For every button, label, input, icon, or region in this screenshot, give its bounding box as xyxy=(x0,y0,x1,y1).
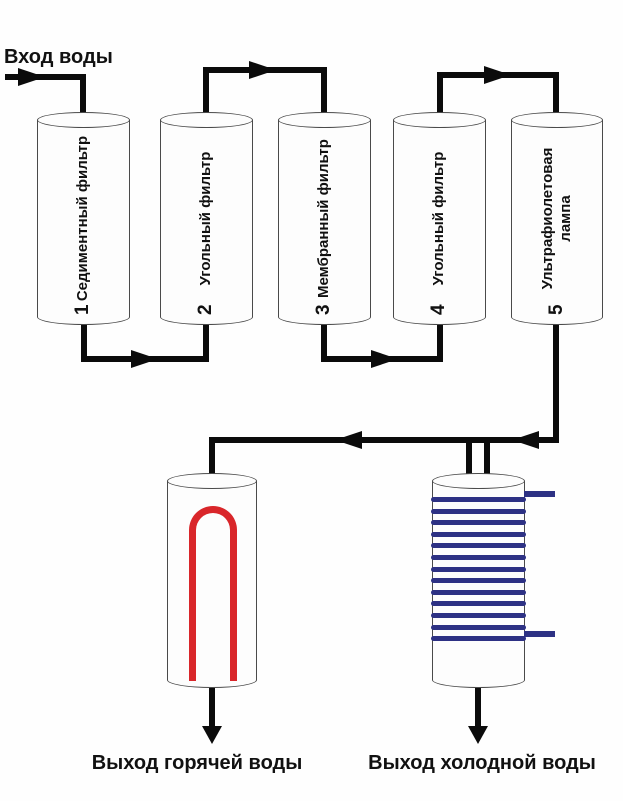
filter-5-body xyxy=(511,120,603,317)
filter-4-body xyxy=(393,120,486,317)
pipe-f2-up xyxy=(203,67,209,118)
hot-outlet-label: Выход горячей воды xyxy=(91,752,303,774)
filter-3-label: 3 Мембранный фильтр xyxy=(278,112,370,325)
heating-element-icon xyxy=(189,506,237,681)
filter-2-name: Угольный фильтр xyxy=(197,151,215,286)
pipe-f5-down xyxy=(553,72,559,118)
cold-outlet-label: Выход холодной воды xyxy=(368,752,596,774)
inlet-arrow-right-icon xyxy=(18,68,45,86)
coil-stripe xyxy=(431,578,526,584)
pipe-cold-tank-left-tube xyxy=(466,441,472,478)
filter-1-top-ellipse xyxy=(37,112,130,128)
filter-1-label: 1 Седиментный фильтр xyxy=(37,112,129,325)
pipe-f4-up xyxy=(437,72,443,118)
pipe-f5-to-transfer xyxy=(553,325,559,443)
cold-tank-top-ellipse xyxy=(432,473,525,489)
coil-stripe xyxy=(431,601,526,607)
arrow-f4-f5-icon xyxy=(484,66,511,84)
coil-stripe xyxy=(431,508,526,514)
pipe-f3-bottom-down xyxy=(321,325,327,362)
pipe-cold-outlet xyxy=(475,688,481,728)
coil-stripe xyxy=(431,543,526,549)
filter-4-name: Угольный фильтр xyxy=(430,151,448,286)
filter-5-number: 5 xyxy=(545,304,567,315)
coil-stripe xyxy=(431,520,526,526)
coil-stripe xyxy=(431,555,526,560)
hot-outlet-arrow-down-icon xyxy=(202,726,222,744)
hot-tank-top-ellipse xyxy=(167,473,257,489)
filter-4-top-ellipse xyxy=(393,112,486,128)
filter-3-top-ellipse xyxy=(278,112,371,128)
filter-2-body xyxy=(160,120,253,317)
cooling-coil-icon xyxy=(431,473,526,688)
filter-3-cylinder: 3 Мембранный фильтр xyxy=(278,112,371,325)
filter-3-name: Мембранный фильтр xyxy=(315,139,333,298)
coil-stripe xyxy=(431,566,526,572)
pipe-hot-outlet xyxy=(209,688,215,728)
pipe-transfer-horizontal xyxy=(209,437,559,443)
pipe-f3-down xyxy=(321,67,327,118)
coil-stripe xyxy=(431,497,526,502)
pipe-f2-bottom-up xyxy=(203,325,209,362)
filter-4-number: 4 xyxy=(428,304,449,315)
coil-stripe xyxy=(431,624,526,630)
pipe-cold-tank-right-tube xyxy=(484,441,490,478)
filter-3-body xyxy=(278,120,371,317)
coil-stripe xyxy=(431,613,526,618)
filter-1-number: 1 xyxy=(72,304,93,315)
filter-3-number: 3 xyxy=(313,304,334,315)
arrow-to-hot-tank-icon xyxy=(335,431,362,449)
filter-4-cylinder: 4 Угольный фильтр xyxy=(393,112,486,325)
arrow-f1-f2-icon xyxy=(131,350,158,368)
filter-1-cylinder: 1 Седиментный фильтр xyxy=(37,112,130,325)
filter-2-number: 2 xyxy=(195,304,216,315)
filter-1-name: Седиментный фильтр xyxy=(74,135,92,302)
filter-2-top-ellipse xyxy=(160,112,253,128)
pipe-f4-bottom-up xyxy=(437,325,443,362)
filter-2-label: 2 Угольный фильтр xyxy=(160,112,252,325)
coil-stub-bottom-icon xyxy=(524,631,555,637)
coil-stripe xyxy=(431,636,526,642)
filter-5-label: 5 Ультрафиолетовая лампа xyxy=(511,112,602,325)
inlet-label: Вход воды xyxy=(4,46,113,68)
arrow-to-cold-tank-icon xyxy=(512,431,539,449)
hot-water-tank xyxy=(167,473,257,688)
cold-water-tank xyxy=(431,473,526,688)
coil-stripe xyxy=(431,589,526,595)
filter-1-body xyxy=(37,120,130,317)
filter-4-label: 4 Угольный фильтр xyxy=(393,112,485,325)
pipe-f1-down xyxy=(81,325,87,362)
filter-2-cylinder: 2 Угольный фильтр xyxy=(160,112,253,325)
coil-stub-top-icon xyxy=(524,491,555,497)
arrow-f2-f3-icon xyxy=(249,61,276,79)
filter-5-name: Ультрафиолетовая лампа xyxy=(539,147,574,290)
arrow-f3-f4-icon xyxy=(371,350,398,368)
inlet-pipe-vertical xyxy=(80,74,86,118)
filter-5-top-ellipse xyxy=(511,112,603,128)
coil-stripe xyxy=(431,531,526,537)
cold-outlet-arrow-down-icon xyxy=(468,726,488,744)
pipe-hot-tank-inlet xyxy=(209,437,215,478)
filter-5-cylinder: 5 Ультрафиолетовая лампа xyxy=(511,112,603,325)
